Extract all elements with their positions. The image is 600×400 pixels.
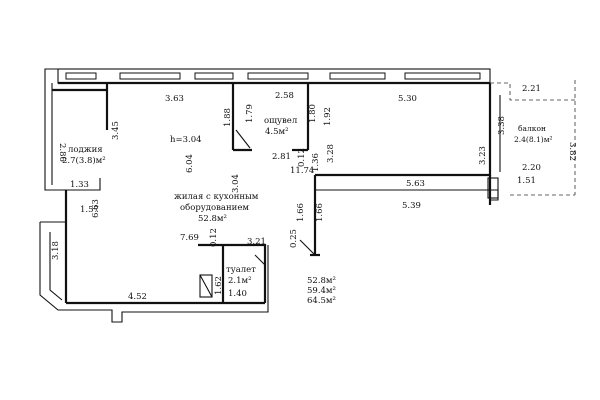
dim-right-drop: 1.66 — [296, 203, 306, 222]
dim-center-depth: 6.04 — [185, 154, 195, 173]
dim-right-drop2: 1.66 — [315, 203, 325, 222]
window-4 — [247, 72, 309, 80]
ceiling-height: h=3.04 — [170, 135, 202, 145]
total-3: 64.5м² — [307, 296, 336, 306]
dim-loggia-len: 2.86 — [57, 143, 67, 162]
dim-top-mid: 2.58 — [275, 91, 294, 101]
dim-door-gap: 0.25 — [289, 229, 299, 248]
toilet-door-swing — [254, 254, 266, 266]
total-1: 52.8м² — [307, 276, 336, 286]
dim-balcony-wall: 3.38 — [497, 116, 507, 135]
dim-center-width: 7.69 — [180, 233, 199, 243]
dim-balcony-outer: 3.82 — [567, 142, 577, 161]
living-name-1: жилая с кухонным — [174, 192, 259, 202]
dim-closet-right: 1.80 — [308, 104, 318, 123]
dim-top-right: 5.30 — [398, 94, 417, 104]
dim-closet-depth: 3.28 — [326, 144, 336, 163]
dim-loggia-wall: 3.45 — [111, 121, 121, 140]
room-labels: h=3.04 лоджия 2.7(3.8)м² жилая с кухонны… — [62, 116, 553, 306]
loggia-area: 2.7(3.8)м² — [62, 155, 106, 166]
dim-left-height: 6.63 — [91, 199, 101, 218]
dim-closet-width: 2.81 — [272, 152, 291, 162]
window-2 — [119, 72, 181, 80]
closet-area: 4.5м² — [265, 127, 289, 137]
closet-door-swing — [235, 129, 251, 149]
balcony-name: балкон — [518, 124, 546, 133]
window-1 — [65, 72, 97, 80]
loggia-name: лоджия — [68, 145, 103, 155]
dim-right-inner: 3.23 — [478, 146, 488, 165]
left-bay-outline — [39, 222, 66, 311]
entry-door-swing — [299, 239, 316, 256]
dim-closet-right2: 1.92 — [323, 107, 333, 126]
bottom-wall-outer — [60, 245, 269, 323]
closet-name: ощувел — [264, 116, 298, 126]
dim-bottom-left: 4.52 — [128, 292, 147, 302]
living-name-2: оборудованием — [180, 202, 249, 213]
left-bay-inner — [49, 232, 63, 301]
toilet-name: туалет — [226, 265, 256, 275]
balcony-area: 2.4(8.1)м² — [514, 135, 553, 144]
dim-loggia-bottom: 1.33 — [70, 180, 89, 190]
dim-closet-left2: 1.79 — [245, 104, 255, 123]
dim-closet-low: 1.36 — [311, 153, 321, 172]
dim-center-mid: 3.04 — [231, 174, 241, 193]
toilet-fixture — [199, 274, 213, 298]
total-2: 59.4м² — [307, 286, 336, 296]
window-5 — [329, 72, 386, 80]
dim-closet-left: 1.88 — [223, 108, 233, 127]
dim-toilet-side: 1.62 — [214, 276, 224, 295]
dim-center-span: 11.74 — [290, 166, 314, 176]
balcony-door — [487, 177, 499, 199]
dim-toilet-width: 1.40 — [228, 289, 247, 299]
dim-left-step: 1.57 — [80, 205, 99, 215]
dim-toilet-top: 3.21 — [247, 237, 266, 247]
dim-balcony-depth: 2.20 — [522, 163, 541, 173]
dimensions: 3.63 2.58 5.30 2.21 2.86 3.45 1.33 1.57 … — [51, 84, 577, 302]
toilet-top-wall — [198, 243, 267, 303]
dim-balcony-top: 2.21 — [522, 84, 541, 94]
dim-balcony-bottom: 1.51 — [517, 176, 536, 186]
window-3 — [194, 72, 234, 80]
toilet-fixture-diag — [199, 274, 213, 298]
dim-right-step: 5.63 — [406, 179, 425, 189]
balcony-top-outline — [490, 82, 575, 101]
living-area: 52.8м² — [198, 214, 227, 224]
dim-left-lower: 3.18 — [51, 241, 61, 260]
dim-right-bottom: 5.39 — [402, 201, 421, 211]
dim-closet-stub: 0.12 — [297, 148, 307, 167]
right-lower-wall — [315, 189, 499, 201]
loggia-outline — [44, 68, 100, 191]
dim-toilet-stub: 0.12 — [209, 228, 219, 247]
window-6 — [404, 72, 481, 80]
exterior-walls — [39, 68, 576, 323]
toilet-area: 2.1м² — [228, 276, 252, 286]
dim-top-left: 3.63 — [165, 94, 184, 104]
